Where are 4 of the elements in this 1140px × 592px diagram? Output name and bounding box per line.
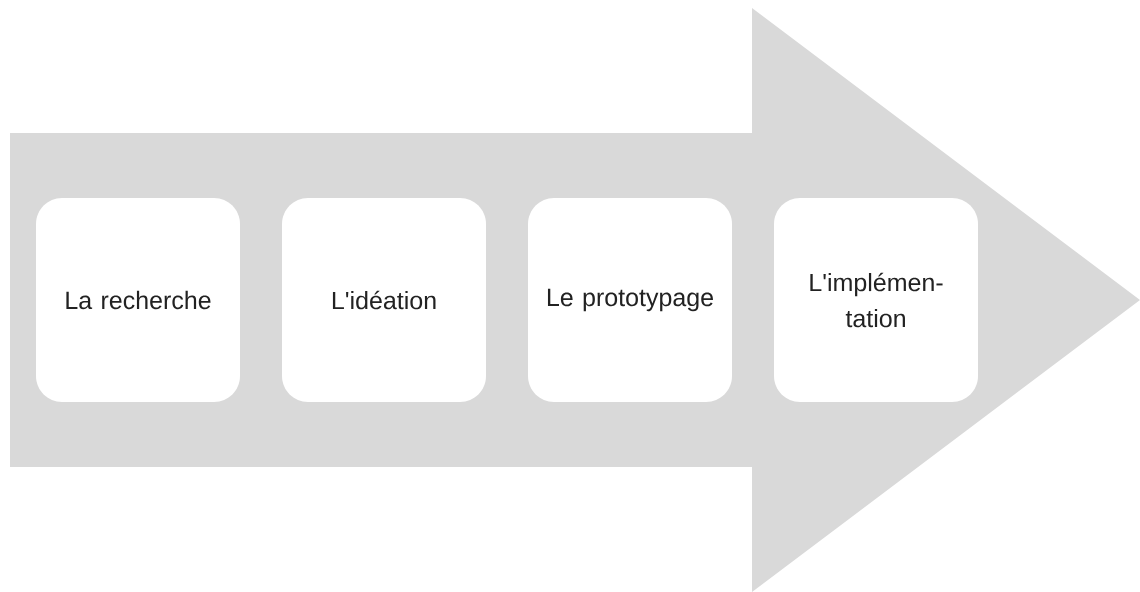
- stage-box: La recherche: [36, 198, 240, 402]
- stage-box: L'idéation: [282, 198, 486, 402]
- stage-box: L'implémen-tation: [774, 198, 978, 402]
- stage-box: Le prototypage: [528, 198, 732, 402]
